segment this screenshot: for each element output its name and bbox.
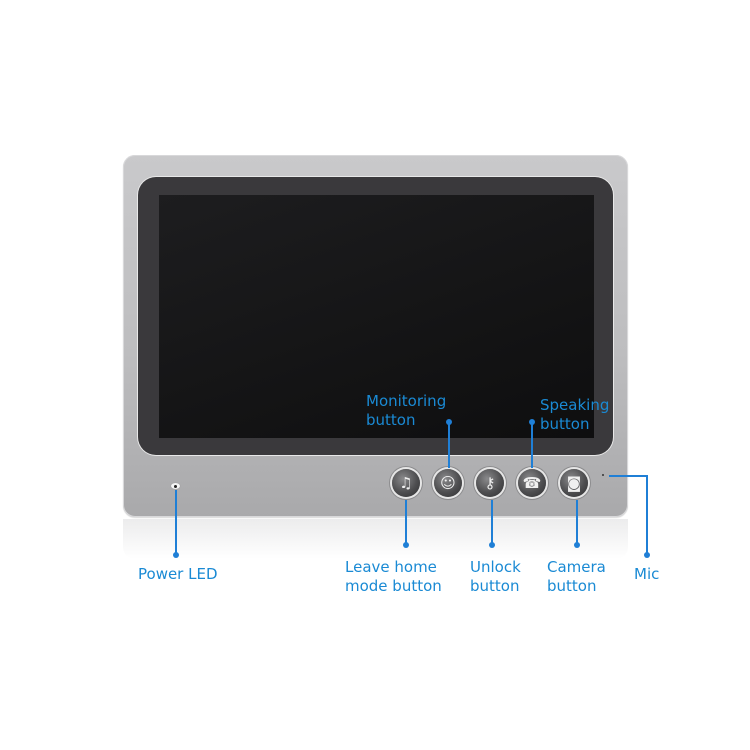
monitoring-label: Monitoring button	[366, 392, 447, 429]
power-led-callout-line	[175, 490, 177, 554]
camera-icon: ◙	[566, 474, 582, 492]
screen-bezel	[138, 177, 613, 455]
camera-callout-dot	[574, 542, 580, 548]
power-led-label: Power LED	[138, 565, 218, 583]
speaking-label: Speaking button	[540, 396, 610, 433]
unlock-button[interactable]: ⚷	[476, 469, 504, 497]
mic-callout-line-vertical	[646, 475, 648, 555]
person-monitor-icon: ☺	[440, 474, 456, 492]
telephone-icon: ☎	[522, 474, 542, 492]
display-screen	[159, 195, 594, 438]
monitoring-button[interactable]: ☺	[434, 469, 462, 497]
key-icon: ⚷	[484, 474, 496, 492]
power-led-indicator	[171, 483, 180, 489]
camera-label: Camera button	[547, 558, 606, 595]
leave-home-callout-dot	[403, 542, 409, 548]
unlock-label: Unlock button	[470, 558, 521, 595]
unlock-callout-dot	[489, 542, 495, 548]
speaking-callout-line	[531, 422, 533, 468]
leave-home-mode-button[interactable]: ♫	[392, 469, 420, 497]
mic-label: Mic	[634, 565, 660, 583]
mic-callout-line-horizontal	[609, 475, 648, 477]
leave-home-label: Leave home mode button	[345, 558, 442, 595]
intercom-monitor: ♫ ☺ ⚷ ☎ ◙	[123, 155, 628, 517]
speaking-button[interactable]: ☎	[518, 469, 546, 497]
music-note-icon: ♫	[399, 474, 413, 492]
camera-button[interactable]: ◙	[560, 469, 588, 497]
mic-hole	[602, 474, 604, 476]
power-led-callout-dot	[173, 552, 179, 558]
mic-callout-dot	[644, 552, 650, 558]
device-reflection	[123, 519, 628, 559]
camera-callout-line	[576, 500, 578, 544]
leave-home-callout-line	[405, 500, 407, 544]
unlock-callout-line	[491, 500, 493, 544]
monitoring-callout-line	[448, 422, 450, 468]
